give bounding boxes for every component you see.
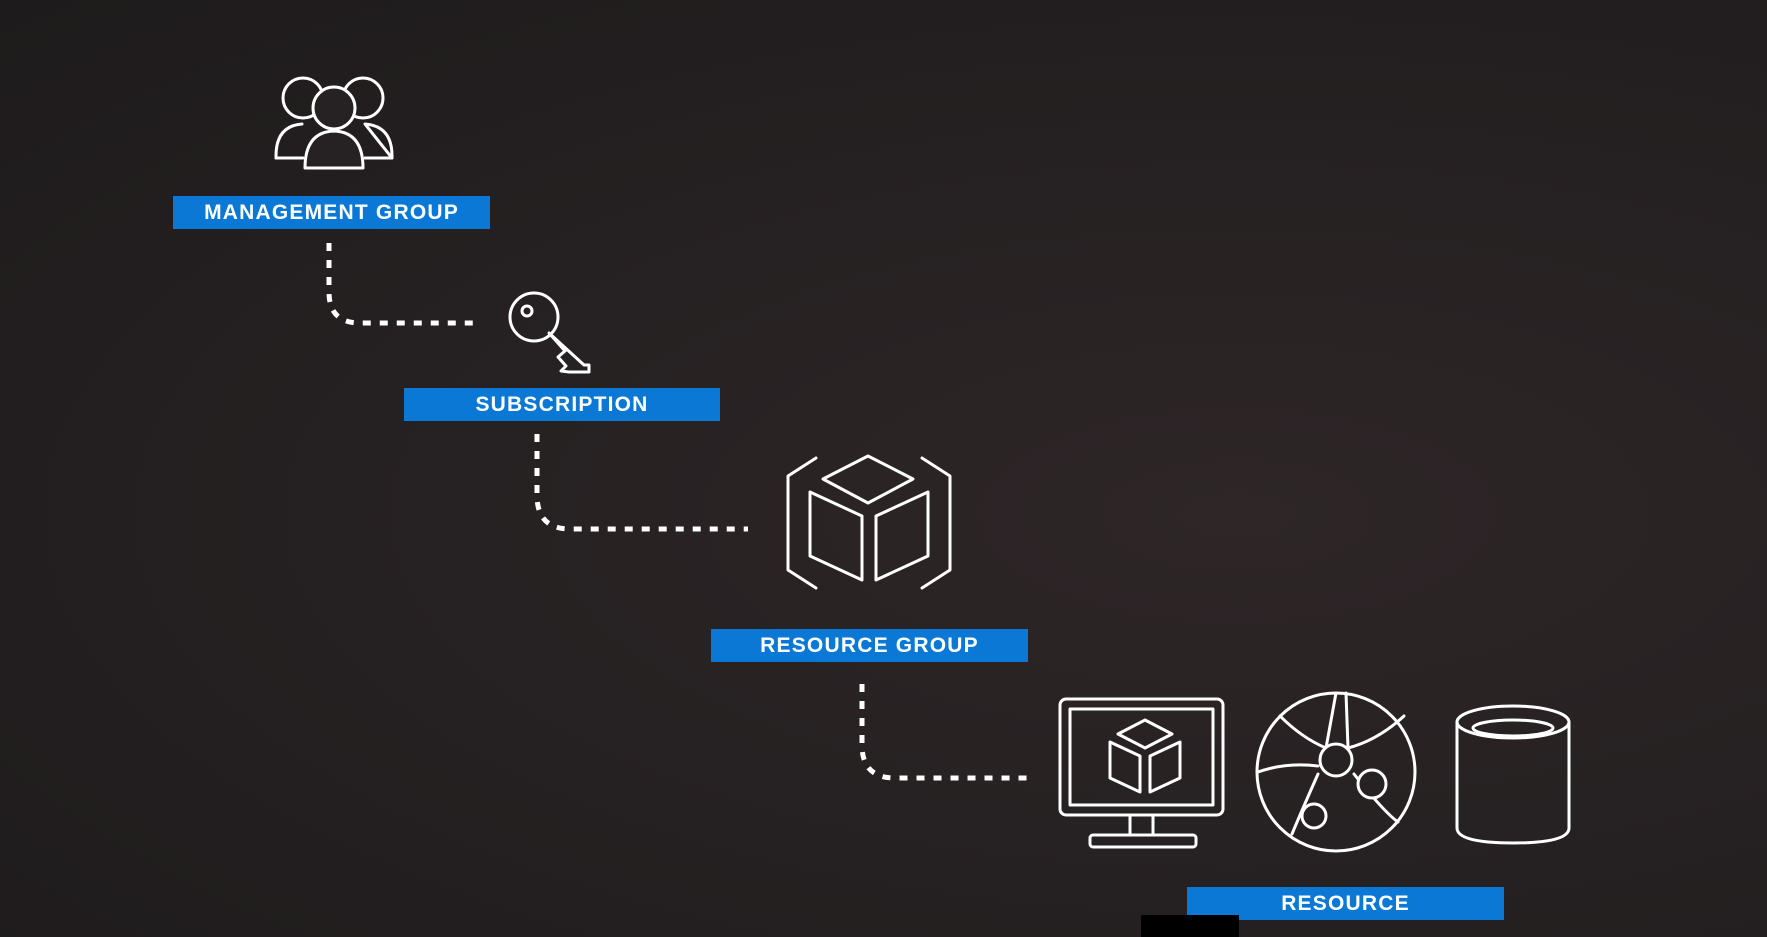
subscription-label-bg [404,388,720,421]
connector-rg-to-resource [859,684,1028,781]
database-cylinder-icon [1455,704,1571,845]
connector-mg-to-subscription [326,243,475,326]
connector-subscription-to-rg [534,434,748,532]
resource-label: RESOURCE [1281,892,1410,915]
key-icon [508,291,591,374]
resource-label-bg [1187,887,1504,920]
resource-group-label: RESOURCE GROUP [760,634,979,657]
management-group-label: MANAGEMENT GROUP [204,201,459,224]
subscription-label: SUBSCRIPTION [475,393,649,416]
people-group-icon [274,76,394,170]
video-timestamp-overlay [1141,915,1239,937]
resource-group-label-bg [711,629,1028,662]
globe-network-icon [1255,691,1417,853]
management-group-label-bg [173,196,490,229]
monitor-cube-icon [1058,697,1225,849]
bracketed-cube-icon [786,454,952,590]
